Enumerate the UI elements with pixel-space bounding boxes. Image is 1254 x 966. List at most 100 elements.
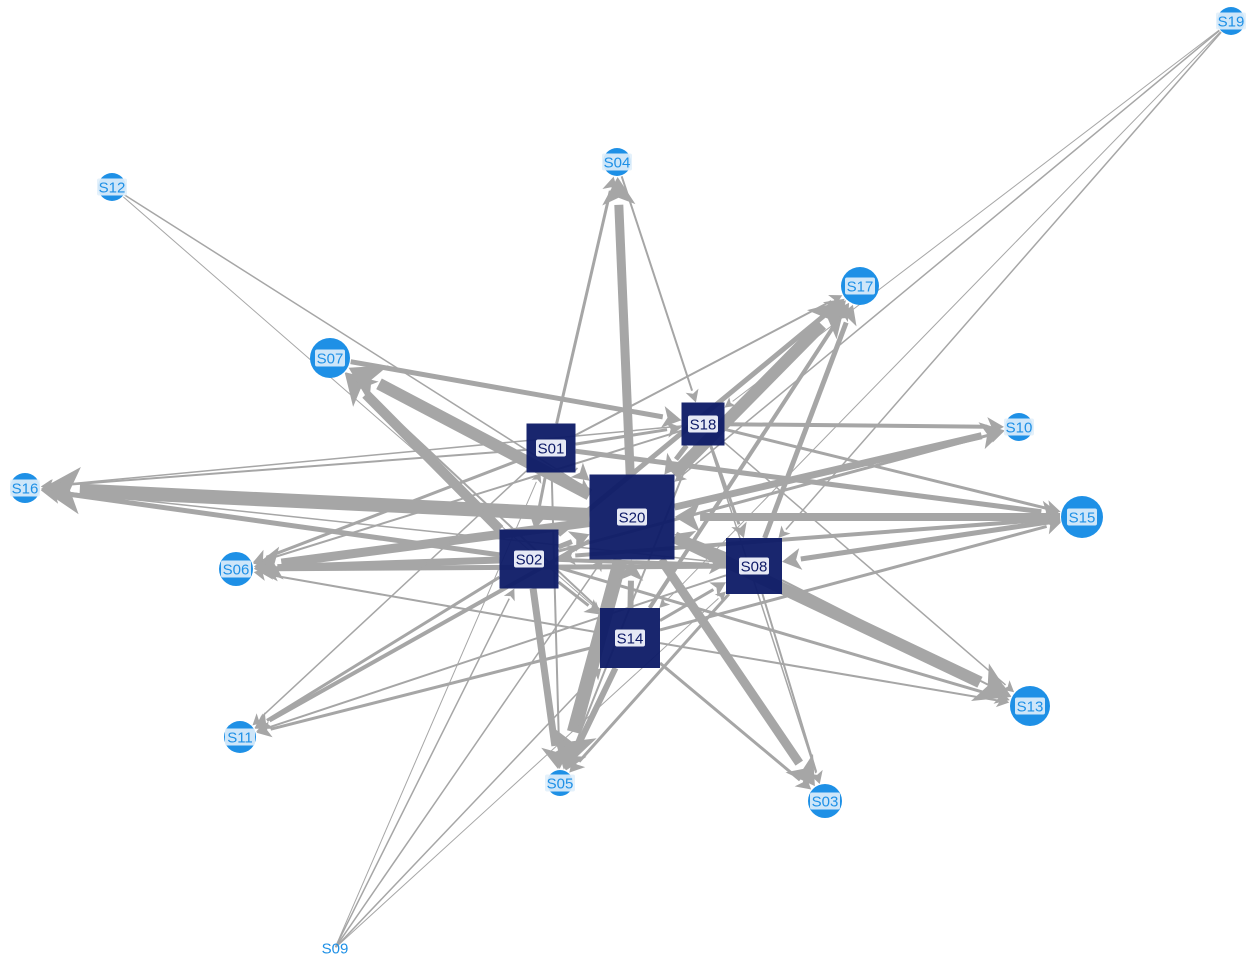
edge-line — [785, 31, 1222, 530]
edge-s09-to-s02 — [334, 588, 515, 948]
arrowhead-icon — [589, 668, 602, 681]
node-label: S18 — [690, 417, 717, 434]
edge-s01-to-s04 — [555, 176, 619, 424]
edge-s18-to-s20 — [664, 443, 689, 475]
arrowhead-icon — [552, 756, 567, 769]
edge-line — [362, 390, 504, 534]
node-s17[interactable]: S17 — [841, 267, 879, 305]
edge-line — [724, 427, 1047, 510]
arrowhead-icon — [664, 452, 685, 475]
arrowhead-icon — [40, 482, 62, 504]
node-s19[interactable]: S19 — [1216, 7, 1246, 35]
edge-s18-to-s15 — [724, 427, 1061, 517]
node-s18[interactable]: S18 — [681, 402, 725, 446]
arrowhead-icon — [345, 372, 360, 386]
edge-s19-to-s20 — [674, 29, 1220, 482]
edge-s08-to-s20 — [674, 530, 727, 558]
node-s13[interactable]: S13 — [1010, 686, 1050, 726]
edge-line — [536, 472, 548, 516]
node-s01[interactable]: S01 — [526, 423, 576, 473]
node-s05[interactable]: S05 — [545, 770, 575, 796]
node-s06[interactable]: S06 — [219, 552, 253, 586]
edge-line — [557, 539, 573, 550]
arrowhead-icon — [778, 525, 791, 538]
edge-line — [260, 470, 528, 719]
node-s15[interactable]: S15 — [1061, 496, 1103, 538]
node-s11[interactable]: S11 — [224, 721, 256, 753]
edge-s02-to-s20 — [557, 531, 590, 552]
node-label-background — [536, 439, 566, 457]
node-s02[interactable]: S02 — [499, 529, 559, 589]
node-s08[interactable]: S08 — [726, 538, 782, 594]
edge-s02-to-s11 — [254, 575, 501, 729]
node-s12[interactable]: S12 — [97, 173, 127, 201]
edge-line — [572, 666, 619, 753]
edge-line — [353, 380, 601, 611]
node-label-background — [1004, 418, 1034, 436]
node-label: S20 — [619, 510, 646, 527]
edge-s18-to-s03 — [709, 445, 822, 784]
edge-s20-to-s13 — [671, 531, 1011, 701]
arrowhead-icon — [583, 599, 600, 615]
edge-line — [724, 422, 988, 429]
edge-line — [673, 443, 689, 461]
node-label: S14 — [617, 631, 644, 648]
edge-line — [550, 472, 561, 757]
node-label-background — [739, 557, 769, 575]
edge-s08-to-s11 — [256, 574, 727, 735]
edge-line — [555, 190, 612, 424]
edge-s18-to-s13 — [724, 441, 1015, 693]
edge-line — [575, 300, 832, 437]
arrowhead-icon — [348, 365, 389, 403]
node-s14[interactable]: S14 — [600, 608, 660, 668]
node-s03[interactable]: S03 — [808, 784, 842, 818]
node-s09[interactable]: S09 — [320, 940, 350, 958]
node-label: S03 — [812, 794, 839, 811]
edge-line — [529, 588, 559, 747]
edge-line — [647, 315, 842, 610]
edge-s09-to-s08 — [335, 591, 726, 948]
node-label: S12 — [99, 180, 126, 197]
node-s16[interactable]: S16 — [10, 473, 40, 503]
node-s10[interactable]: S10 — [1004, 413, 1034, 441]
arrowhead-icon — [253, 553, 267, 567]
edge-line — [264, 429, 682, 561]
edge-line — [724, 441, 1007, 686]
arrowhead-icon — [782, 548, 803, 570]
edge-s20-to-s04 — [602, 177, 636, 475]
edge-s18-to-s08 — [709, 444, 747, 538]
node-label: S13 — [1017, 699, 1044, 716]
edge-line — [761, 593, 818, 773]
edge-s19-to-s14 — [659, 31, 1221, 608]
edge-line — [575, 448, 1042, 515]
edge-line — [266, 575, 501, 722]
edge-line — [691, 538, 727, 558]
arrowhead-icon — [541, 744, 569, 770]
edge-line — [620, 175, 694, 392]
edge-line — [732, 29, 1220, 402]
node-label-background — [97, 178, 127, 196]
edge-line — [682, 29, 1220, 476]
node-s04[interactable]: S04 — [602, 148, 632, 176]
node-s20[interactable]: S20 — [589, 474, 675, 560]
arrowhead-icon — [978, 422, 1005, 450]
arrowhead-icon — [674, 469, 688, 482]
node-label: S02 — [516, 552, 543, 569]
node-label-background — [10, 479, 40, 497]
edge-s01-to-s17 — [575, 295, 843, 437]
arrowhead-icon — [576, 478, 590, 490]
arrowhead-icon — [828, 295, 843, 308]
edge-line — [709, 444, 741, 525]
edge-line — [659, 642, 998, 702]
arrowhead-icon — [618, 559, 644, 581]
node-label-background — [617, 508, 647, 526]
edge-line — [574, 467, 579, 472]
edge-line — [558, 557, 710, 567]
node-label: S10 — [1006, 420, 1033, 437]
edges-layer — [40, 29, 1222, 948]
edge-s15-to-s08 — [782, 517, 1061, 570]
arrowhead-icon — [708, 555, 726, 575]
node-label: S09 — [322, 941, 349, 958]
edge-line — [79, 483, 590, 522]
node-s07[interactable]: S07 — [310, 338, 350, 378]
